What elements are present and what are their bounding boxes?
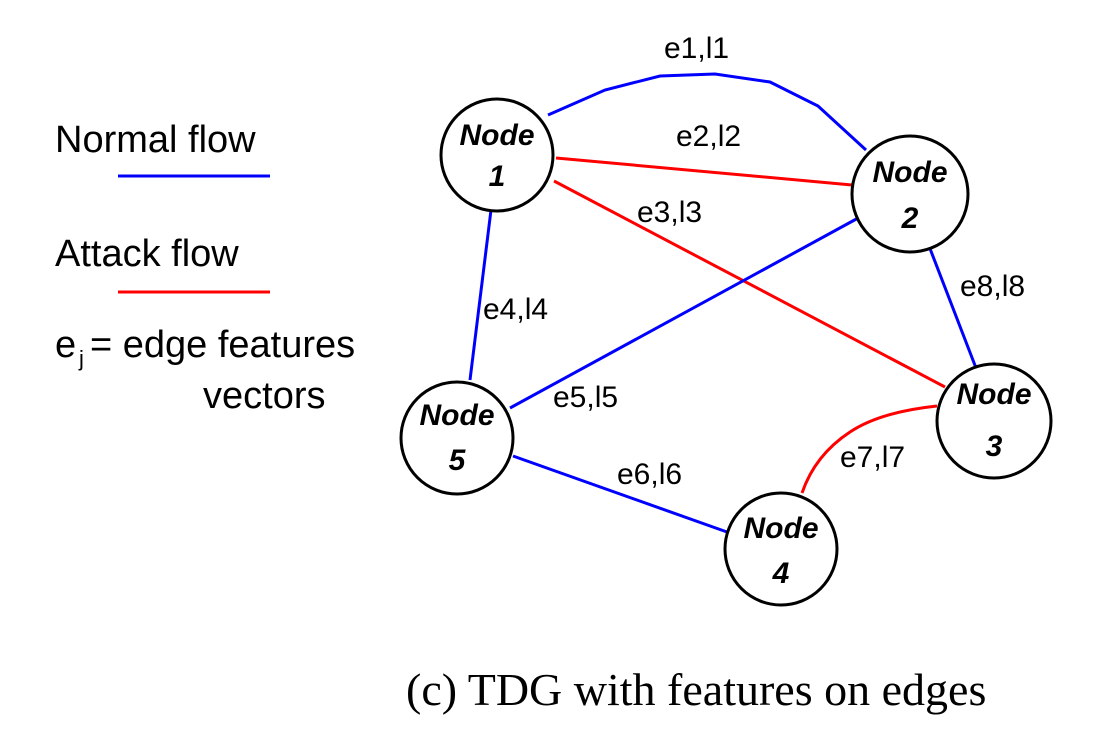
node-3-word: Node [957,378,1032,411]
edges [468,72,978,534]
legend-features-line2: vectors [203,375,325,417]
node-5-number: 5 [449,444,467,477]
edge-label-e7: e7,l7 [840,441,905,474]
node-5: Node 5 [399,380,515,496]
node-3-number: 3 [986,430,1003,463]
node-3-circle [935,362,1053,480]
node-5-circle [399,380,515,496]
legend: Normal flow Attack flow e j = edge featu… [55,119,355,417]
node-1: Node 1 [439,97,555,213]
edge-e4 [468,209,493,381]
edge-label-e4: e4,l4 [483,293,548,326]
edge-label-e8: e8,l8 [960,270,1025,303]
edge-label-e2: e2,l2 [676,120,741,153]
node-2: Node 2 [850,134,970,254]
figure-caption: (c) TDG with features on edges [406,664,986,715]
edge-e2 [555,156,853,187]
edge-label-e1: e1,l1 [664,32,729,65]
edge-label-e5: e5,l5 [553,381,618,414]
node-4: Node 4 [723,491,839,607]
legend-normal-label: Normal flow [55,119,256,161]
node-1-word: Node [460,119,535,152]
node-5-word: Node [420,399,495,432]
edge-e8 [927,245,978,369]
edge-e5 [509,215,861,410]
edge-label-e6: e6,l6 [617,458,682,491]
node-4-number: 4 [772,557,790,590]
edge-e7 [800,404,938,494]
node-4-circle [723,491,839,607]
node-4-word: Node [744,512,819,545]
edge-labels: e1,l1 e2,l2 e3,l3 e4,l4 e5,l5 e6,l6 e7,l… [483,32,1025,491]
legend-attack-label: Attack flow [55,233,239,275]
edge-e3 [553,179,946,389]
node-1-number: 1 [489,160,506,193]
node-1-circle [439,97,555,213]
node-3: Node 3 [935,362,1053,480]
legend-features-prefix: e [55,324,76,366]
edge-e6 [512,454,728,534]
legend-features-line1: = edge features [90,324,355,366]
node-2-word: Node [873,156,948,189]
legend-features-subscript: j [78,346,84,371]
edge-label-e3: e3,l3 [637,196,702,229]
node-2-number: 2 [901,202,919,235]
edge-e1 [547,72,868,152]
node-2-circle [850,134,970,254]
